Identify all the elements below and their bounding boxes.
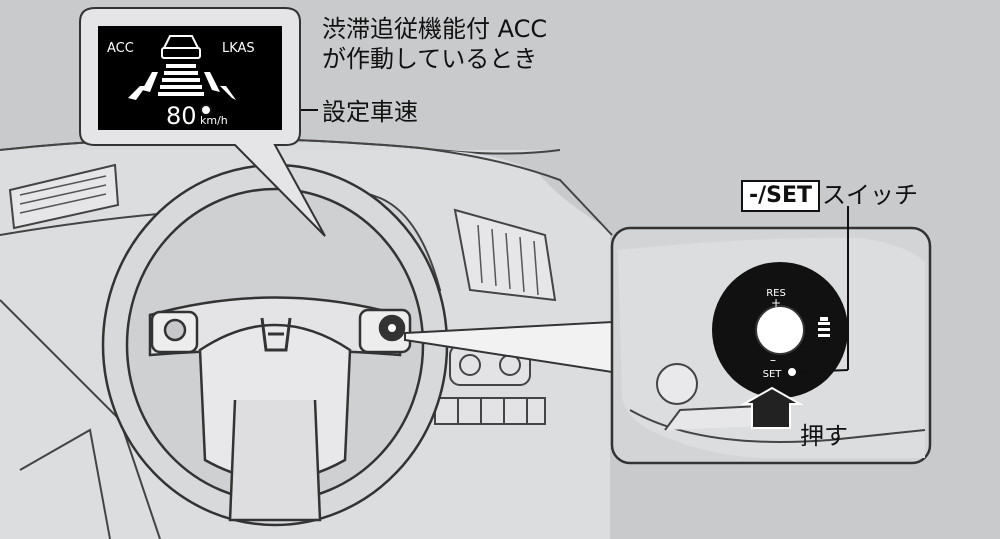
push-arrow-icon <box>740 386 804 429</box>
zoom-panel: RES + – SET <box>610 226 932 465</box>
set-speed-caption: 設定車速 <box>322 98 418 126</box>
set-point-marker <box>786 366 798 378</box>
acc-condition-caption: 渋滞追従機能付 ACC が作動しているとき <box>322 14 547 74</box>
steering-wheel <box>101 163 449 527</box>
set-label: SET <box>763 369 783 380</box>
lkas-indicator: LKAS <box>222 41 255 56</box>
dial-center <box>755 305 805 355</box>
set-switch-caption: スイッチ <box>822 181 918 209</box>
speed-point-marker <box>200 104 212 116</box>
res-sign: + <box>771 296 781 310</box>
set-speed-value: 80 <box>166 102 197 130</box>
display-bubble: ACC LKAS 80 km/h <box>79 7 326 237</box>
honda-logo <box>260 317 292 352</box>
lane-icon <box>128 64 236 100</box>
acc-caption-line1: 渋滞追従機能付 ACC <box>322 15 548 43</box>
set-switch-name-box: -/SET <box>741 180 821 212</box>
acc-caption-line2: が作動しているとき <box>322 45 538 73</box>
speed-unit: km/h <box>200 114 228 127</box>
set-sign: – <box>770 353 776 367</box>
left-steering-switches <box>150 310 199 354</box>
res-label: RES <box>766 288 786 299</box>
right-steering-switches <box>358 308 412 354</box>
distance-icon <box>818 317 830 337</box>
acc-indicator: ACC <box>107 41 134 56</box>
car-icon <box>161 35 201 59</box>
push-caption: 押す <box>800 422 848 450</box>
